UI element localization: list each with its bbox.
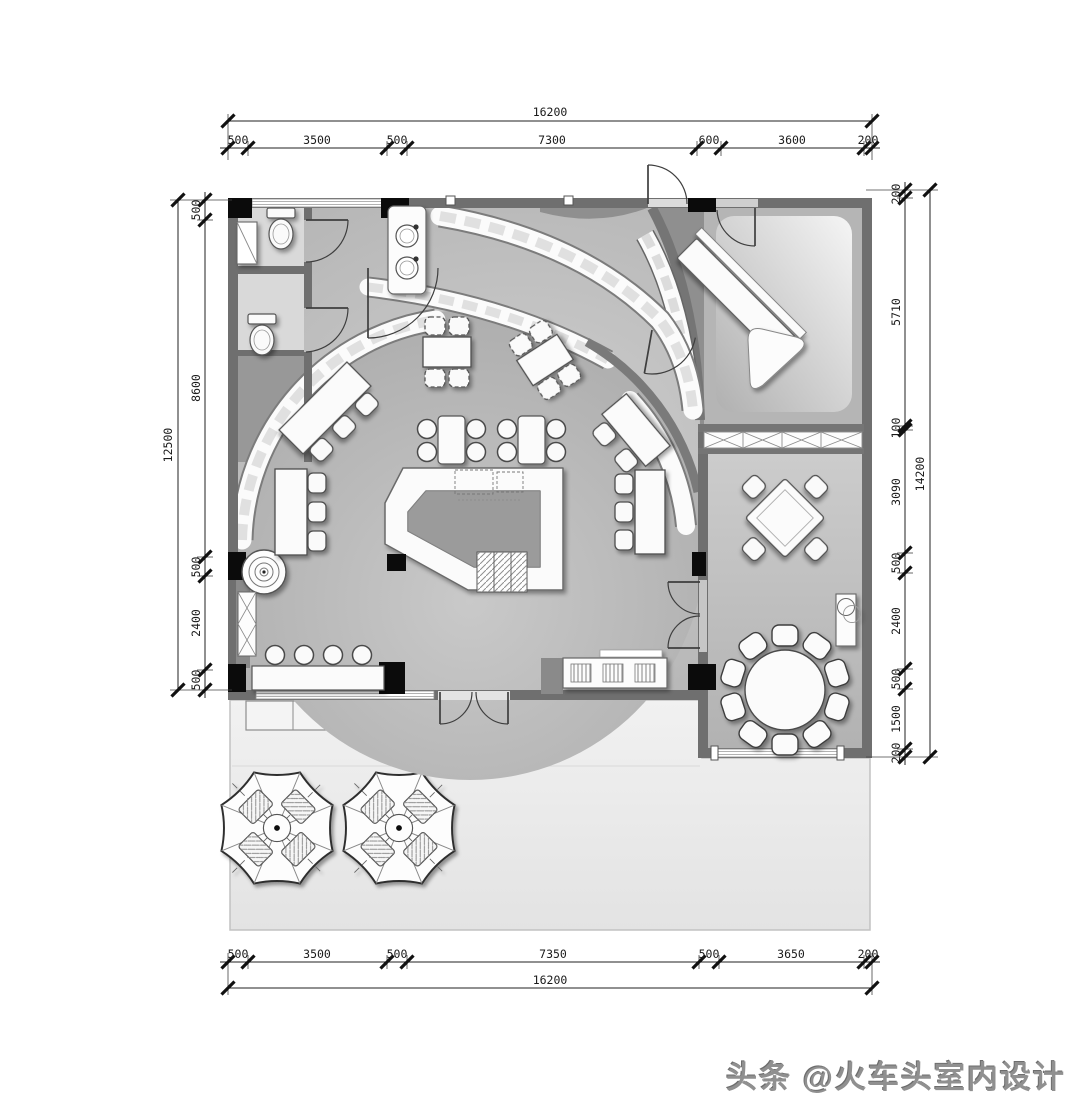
mullion-mark [445,195,456,206]
dim-label: 500 [387,947,408,961]
arc-wall [584,338,703,494]
dim-total-top: 16200 [533,105,568,119]
dim-label: 500 [889,553,903,574]
wall-cabinet-x [237,591,257,657]
dim-label: 200 [889,743,903,764]
dim-total-left: 12500 [161,428,175,463]
dim-label: 3500 [303,133,331,147]
dim-label: 100 [889,418,903,439]
cabinet [236,221,258,265]
dim-label: 200 [858,133,879,147]
door-restroom-a [305,219,349,263]
bench-table-3seat [278,361,381,464]
fixtures [236,205,427,657]
dim-label: 8600 [189,374,203,402]
entrance-double-door [439,691,509,725]
dim-labels: 16200 500 3500 500 7300 600 3600 200 162… [161,105,927,987]
double-door-right-room [667,581,701,649]
bar-counter [384,415,567,593]
dim-label: 500 [228,947,249,961]
service-counter [562,649,668,689]
bench-table-3seat [274,468,327,556]
doors [305,164,756,725]
pillar [541,658,563,694]
dimension-annotations: 16200 500 3500 500 7300 600 3600 200 162… [161,105,939,997]
mullion-mark [563,195,574,206]
round-table-10seat [718,624,852,756]
door-corridor-room [643,329,696,375]
dim-label: 200 [858,947,879,961]
spiral-column [241,549,287,595]
diamond-table-4seat [739,472,831,564]
triangle-table [747,328,805,390]
bar-stairs [476,551,528,593]
toilet-fixture [247,313,277,356]
window [251,198,387,208]
dim-label: 1500 [889,705,903,733]
dim-label: 3500 [303,947,331,961]
planter-strip [703,431,863,449]
sink-counter [387,205,427,295]
furniture [251,227,861,756]
dim-label: 200 [889,184,903,205]
bench-table-3seat [614,469,666,555]
bench-table-2seat [590,392,672,475]
sideboard [835,593,861,647]
dim-label: 600 [699,133,720,147]
dim-label: 3650 [777,947,805,961]
door-restroom-b [305,307,349,353]
dim-label: 2400 [189,609,203,637]
watermark: 头条 @火车头室内设计 [726,1060,1066,1095]
dim-label: 500 [189,670,203,691]
dim-total-bottom: 16200 [533,973,568,987]
door-room-top-right [716,208,756,247]
dim-label: 500 [189,557,203,578]
dim-label: 500 [189,200,203,221]
dim-label: 7300 [538,133,566,147]
bar-equipment-block [387,554,406,571]
dimension-lines [177,120,931,989]
dim-label: 3090 [889,478,903,506]
dim-label: 7350 [539,947,567,961]
dim-label: 500 [228,133,249,147]
toilet-fixture [266,207,296,250]
window [255,690,435,700]
window-bench [251,665,385,691]
dim-label: 500 [699,947,720,961]
door-vestibule [367,267,439,339]
dim-label: 5710 [889,298,903,326]
dim-label: 500 [889,669,903,690]
door-top-exterior [647,164,688,205]
dim-label: 3600 [778,133,806,147]
dining-table-4seat [506,318,584,402]
dim-total-right: 14200 [913,457,927,492]
dim-label: 500 [387,133,408,147]
dining-table-4seat [422,316,472,388]
dim-label: 2400 [889,607,903,635]
